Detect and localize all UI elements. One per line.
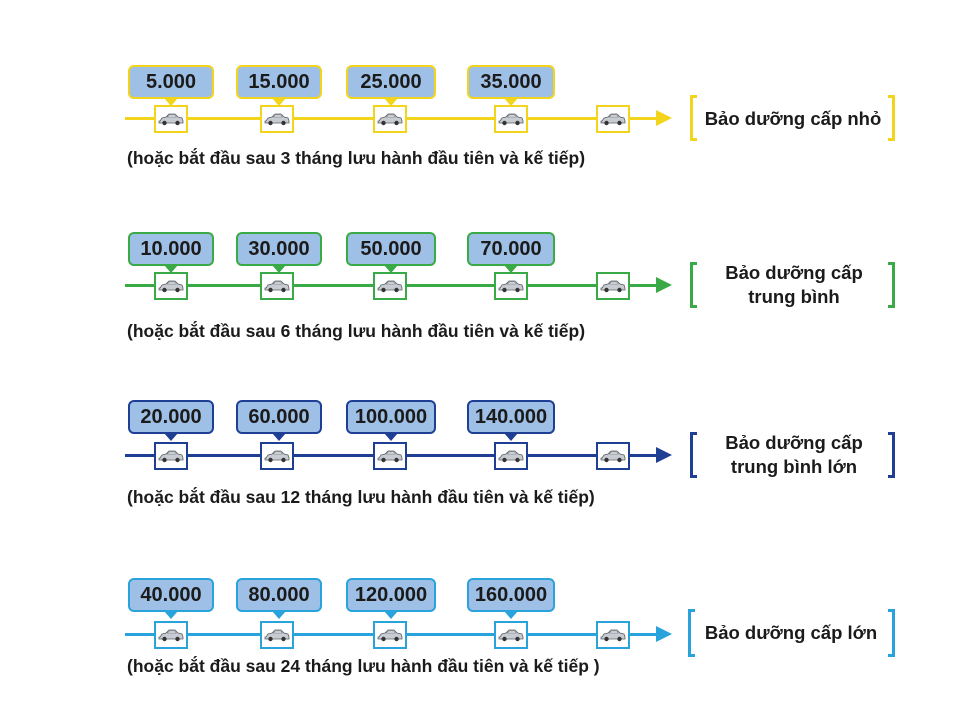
milestone-bubble: 100.000	[346, 400, 436, 441]
arrow-right-icon	[656, 626, 672, 642]
car-icon	[154, 442, 188, 470]
car-icon	[596, 621, 630, 649]
maintenance-row-3: 20.000 60.000 100.000 140.000 (hoặc bắt …	[0, 397, 960, 537]
car-icon	[260, 105, 294, 133]
milestone-bubble: 35.000	[467, 65, 555, 106]
car-icon	[260, 442, 294, 470]
maintenance-row-2: 10.000 30.000 50.000 70.000 (hoặc bắt đầ…	[0, 227, 960, 367]
car-icon	[494, 272, 528, 300]
car-icon	[494, 442, 528, 470]
car-icon	[154, 105, 188, 133]
car-icon	[596, 442, 630, 470]
level-bracket-right	[888, 95, 895, 141]
level-bracket-left	[690, 95, 697, 141]
car-icon	[154, 272, 188, 300]
interval-note: (hoặc bắt đầu sau 6 tháng lưu hành đầu t…	[127, 321, 586, 341]
maintenance-level-label: Bảo dưỡng cấp nhỏ	[704, 108, 882, 129]
car-icon	[373, 105, 407, 133]
milestone-bubble: 160.000	[467, 578, 555, 619]
car-icon	[154, 621, 188, 649]
milestone-bubble: 70.000	[467, 232, 555, 273]
car-icon	[260, 621, 294, 649]
interval-note: (hoặc bắt đầu sau 12 tháng lưu hành đầu …	[127, 487, 595, 507]
car-icon	[494, 621, 528, 649]
car-icon	[373, 272, 407, 300]
milestone-bubble: 5.000	[128, 65, 214, 106]
milestone-bubble: 120.000	[346, 578, 436, 619]
milestone-bubble: 25.000	[346, 65, 436, 106]
interval-note: (hoặc bắt đầu sau 3 tháng lưu hành đầu t…	[127, 148, 586, 168]
milestone-bubble: 15.000	[236, 65, 322, 106]
maintenance-level-label: Bảo dưỡng cấp trung bình	[725, 262, 863, 307]
milestone-bubble: 40.000	[128, 578, 214, 619]
milestone-bubble: 60.000	[236, 400, 322, 441]
maintenance-level-label: Bảo dưỡng cấp lớn	[704, 622, 878, 643]
maintenance-row-1: 5.000 15.000 25.000 35.000 (hoặc bắt đầu…	[0, 60, 960, 200]
level-bracket-left	[690, 262, 697, 308]
car-icon	[373, 442, 407, 470]
level-bracket-left	[688, 609, 695, 657]
milestone-bubble: 80.000	[236, 578, 322, 619]
car-icon	[596, 105, 630, 133]
level-bracket-right	[888, 609, 895, 657]
interval-note: (hoặc bắt đầu sau 24 tháng lưu hành đầu …	[127, 656, 600, 676]
milestone-bubble: 10.000	[128, 232, 214, 273]
maintenance-row-4: 40.000 80.000 120.000 160.000 (hoặc bắt …	[0, 576, 960, 716]
arrow-right-icon	[656, 110, 672, 126]
car-icon	[596, 272, 630, 300]
level-bracket-left	[690, 432, 697, 478]
car-icon	[260, 272, 294, 300]
arrow-right-icon	[656, 277, 672, 293]
maintenance-level-label: Bảo dưỡng cấp trung bình lớn	[725, 432, 863, 477]
milestone-bubble: 140.000	[467, 400, 555, 441]
milestone-bubble: 30.000	[236, 232, 322, 273]
car-icon	[494, 105, 528, 133]
car-icon	[373, 621, 407, 649]
milestone-bubble: 20.000	[128, 400, 214, 441]
arrow-right-icon	[656, 447, 672, 463]
level-bracket-right	[888, 432, 895, 478]
level-bracket-right	[888, 262, 895, 308]
milestone-bubble: 50.000	[346, 232, 436, 273]
